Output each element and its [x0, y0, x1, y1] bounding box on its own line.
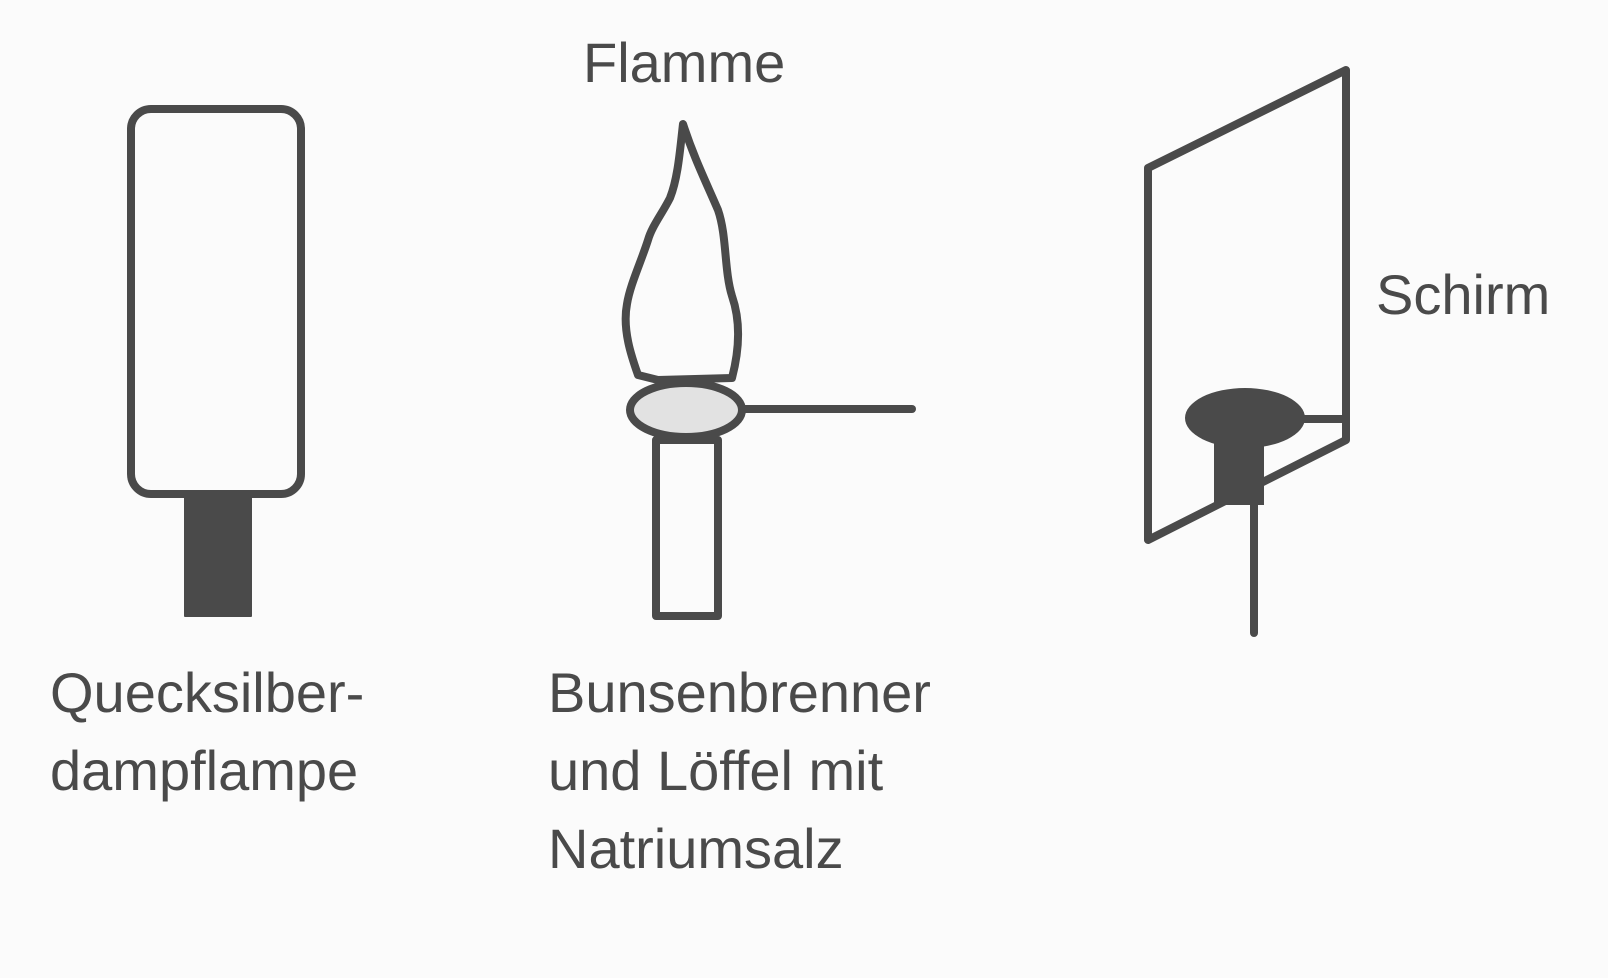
- screen-label: Schirm: [1376, 256, 1550, 334]
- flame-shape: [621, 120, 743, 384]
- bunsen-burner: [621, 120, 916, 620]
- mercury-lamp-label: Quecksilber- dampflampe: [50, 654, 364, 810]
- mercury-lamp-label-line2: dampflampe: [50, 739, 359, 802]
- lamp-body: [127, 105, 305, 498]
- flame-label-text: Flamme: [583, 31, 786, 94]
- screen-panel: [1144, 66, 1350, 544]
- screen-stand-head: [1185, 388, 1305, 448]
- screen-label-text: Schirm: [1376, 263, 1551, 326]
- bunsen-burner-label: Bunsenbrenner und Löffel mit Natriumsalz: [548, 654, 931, 888]
- mercury-lamp: [127, 105, 305, 617]
- lamp-base: [184, 497, 252, 617]
- burner-tube: [652, 436, 722, 620]
- mercury-lamp-label-line1: Quecksilber-: [50, 661, 365, 724]
- bunsen-burner-label-line2: und Löffel mit: [548, 739, 884, 802]
- spoon-bowl: [626, 379, 746, 441]
- flame-label: Flamme: [583, 24, 785, 102]
- screen-assembly: [1144, 66, 1350, 637]
- bunsen-burner-label-line1: Bunsenbrenner: [548, 661, 931, 724]
- bunsen-burner-label-line3: Natriumsalz: [548, 817, 844, 880]
